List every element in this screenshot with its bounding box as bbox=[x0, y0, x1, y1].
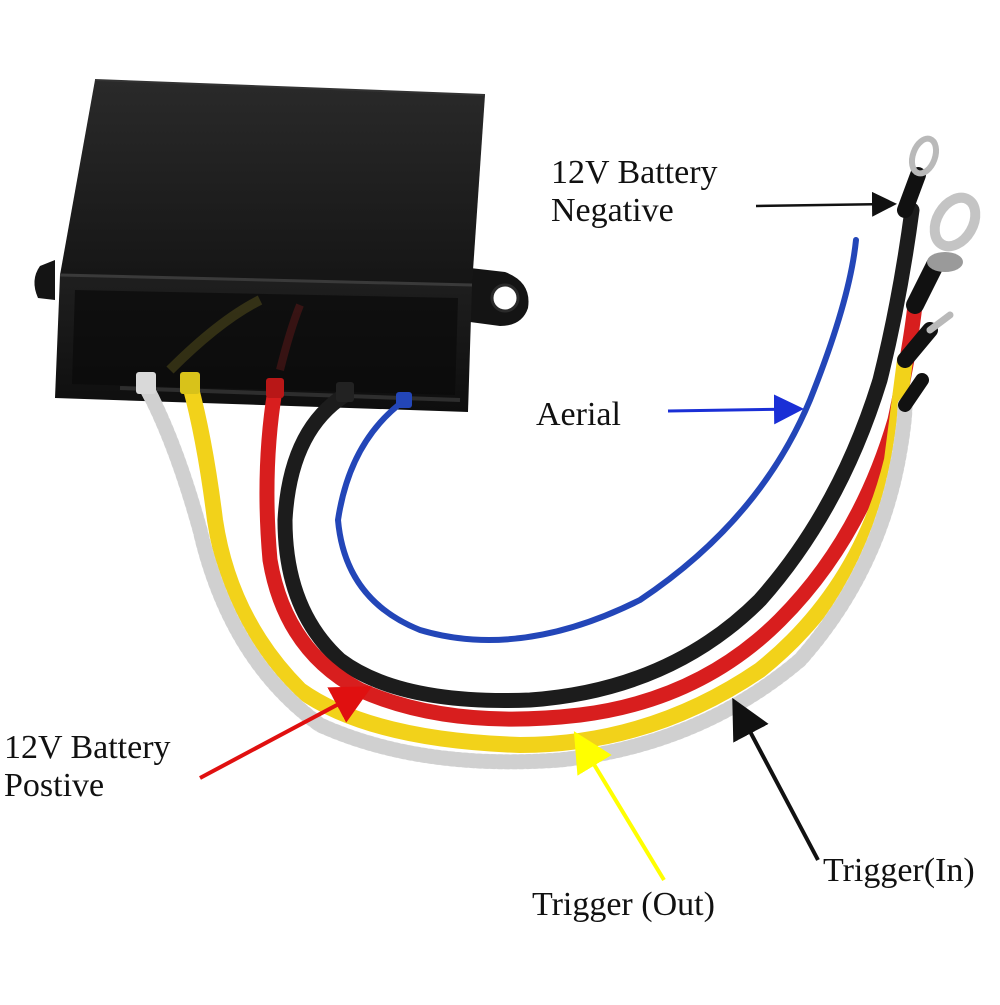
label-battery-positive-line2: Postive bbox=[4, 767, 105, 804]
terminals bbox=[897, 135, 981, 412]
label-trigger-out: Trigger (Out) bbox=[532, 886, 715, 923]
arrow-trigger-in bbox=[732, 697, 820, 861]
label-trigger-in: Trigger(In) bbox=[823, 852, 975, 889]
wire-sleeves bbox=[136, 372, 412, 408]
label-battery-positive-line1: 12V Battery bbox=[4, 729, 171, 766]
wire-yellow bbox=[182, 352, 913, 754]
wire-blue-aerial bbox=[334, 237, 859, 643]
label-aerial: Aerial bbox=[536, 396, 621, 433]
arrow-aerial bbox=[667, 394, 804, 425]
label-battery-negative-line2: Negative bbox=[551, 192, 674, 229]
wires bbox=[137, 202, 923, 770]
arrow-trigger-out bbox=[573, 731, 666, 882]
label-battery-negative-line1: 12V Battery bbox=[551, 154, 718, 191]
label-battery-positive: 12V Battery Postive bbox=[4, 729, 171, 805]
wire-black bbox=[277, 202, 920, 708]
relay-module bbox=[34, 79, 529, 412]
arrow-battery-positive bbox=[199, 686, 373, 780]
callout-arrows bbox=[199, 191, 897, 882]
label-battery-negative: 12V Battery Negative bbox=[551, 154, 718, 230]
wire-red bbox=[259, 297, 923, 727]
arrow-battery-negative bbox=[755, 191, 897, 217]
